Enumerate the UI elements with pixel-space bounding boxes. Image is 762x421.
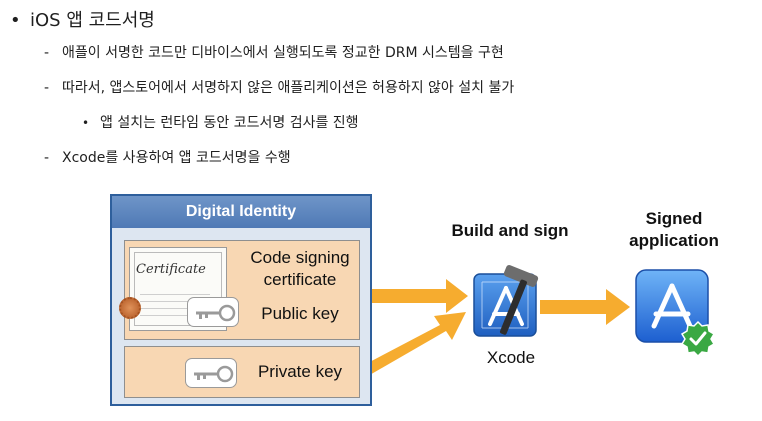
- code-signing-certificate-label: Code signing certificate: [243, 247, 357, 291]
- xcode-label: Xcode: [486, 348, 536, 367]
- signed-application-title: Signed application: [612, 208, 736, 252]
- private-key-card: Private key: [124, 346, 360, 398]
- code-signing-line2: certificate: [263, 270, 337, 289]
- digital-identity-panel: Digital Identity Certificate Code signin…: [110, 194, 372, 406]
- private-key-icon: [185, 358, 237, 388]
- arrow-private-to-xcode: [362, 312, 466, 376]
- signed-line2: application: [629, 231, 719, 250]
- bullet-ios-code-signing: • iOS 앱 코드서명: [10, 6, 155, 32]
- digital-identity-title: Digital Identity: [112, 196, 370, 228]
- bullet-marker: •: [10, 10, 21, 31]
- xcode-icon: [473, 264, 539, 337]
- dash-marker: -: [44, 150, 50, 166]
- sub-bullet-text: 따라서, 앱스토어에서 서명하지 않은 애플리케이션은 허용하지 않아 설치 불…: [62, 80, 515, 96]
- bullet-text: iOS 앱 코드서명: [30, 10, 155, 31]
- code-signing-certificate-card: Certificate Code signing certificate Pub…: [119, 240, 360, 340]
- code-signing-line1: Code signing: [250, 248, 350, 267]
- sub-bullet-text: 애플이 서명한 코드만 디바이스에서 실행되도록 정교한 DRM 시스템을 구현: [62, 45, 504, 61]
- certificate-seal-icon: [119, 297, 141, 319]
- app-store-icon: [635, 269, 716, 358]
- arrow-public-to-xcode: [362, 279, 468, 313]
- checkmark-icon: [680, 320, 716, 358]
- sub-bullet-drm: - 애플이 서명한 코드만 디바이스에서 실행되도록 정교한 DRM 시스템을 …: [44, 42, 504, 62]
- dash-marker: -: [44, 45, 50, 61]
- arrow-xcode-to-app: [540, 289, 630, 325]
- sub-bullet-text: Xcode를 사용하여 앱 코드서명을 수행: [62, 150, 291, 166]
- private-key-label: Private key: [257, 362, 343, 381]
- certificate-icon: Certificate: [129, 247, 227, 331]
- public-key-label: Public key: [261, 304, 339, 323]
- build-and-sign-title: Build and sign: [451, 221, 569, 240]
- public-key-icon: [187, 297, 239, 327]
- sub-bullet-appstore: - 따라서, 앱스토어에서 서명하지 않은 애플리케이션은 허용하지 않아 설치…: [44, 77, 514, 97]
- certificate-label: Certificate: [136, 262, 206, 277]
- signed-line1: Signed: [645, 209, 703, 228]
- bullet-marker: •: [82, 116, 90, 130]
- sub-bullet-xcode: - Xcode를 사용하여 앱 코드서명을 수행: [44, 147, 291, 167]
- sub-sub-bullet-text: 앱 설치는 런타임 동안 코드서명 검사를 진행: [100, 115, 359, 131]
- sub-sub-bullet-runtime-check: • 앱 설치는 런타임 동안 코드서명 검사를 진행: [82, 112, 359, 132]
- dash-marker: -: [44, 80, 50, 96]
